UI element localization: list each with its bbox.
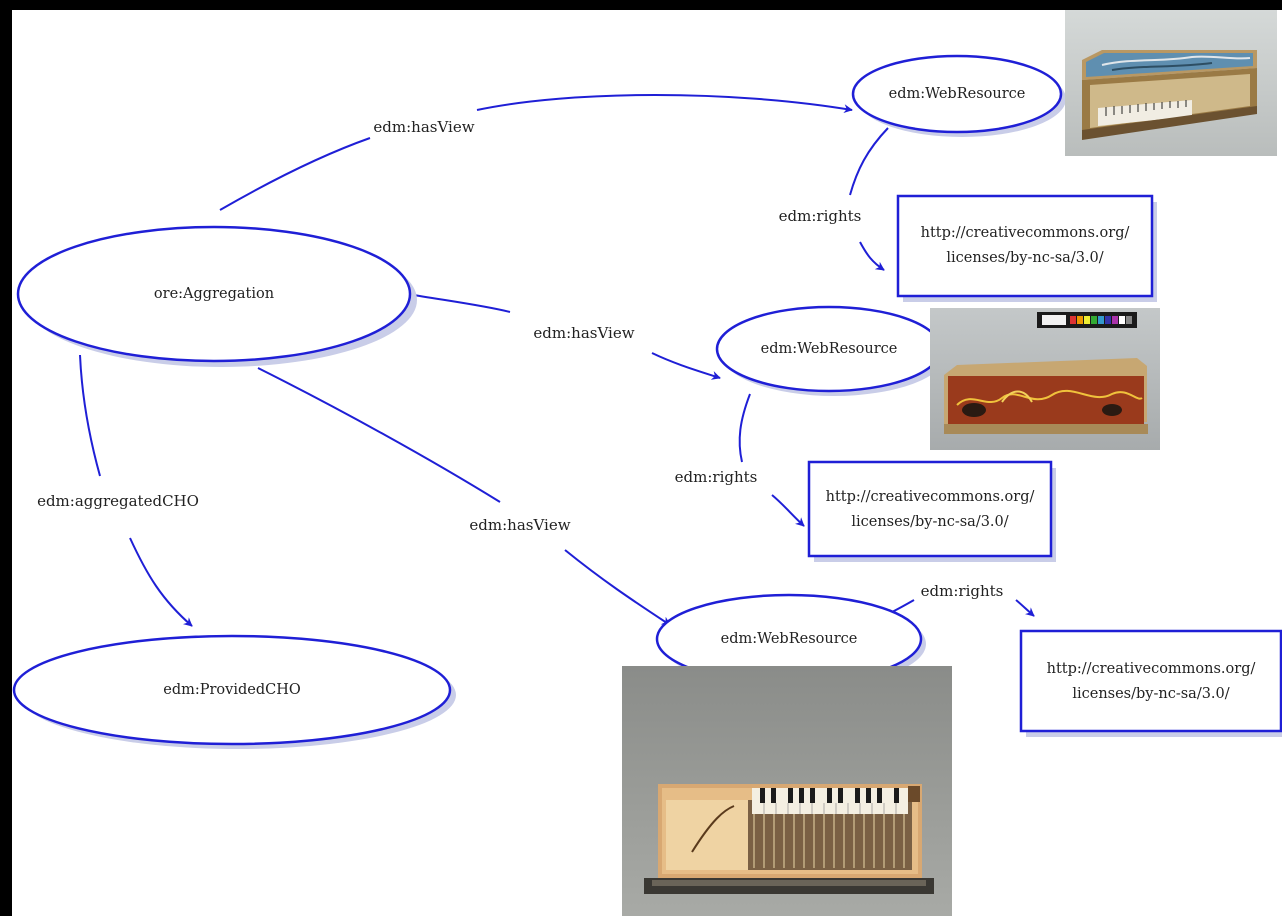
edge-rights-3-b <box>1015 599 1035 617</box>
edge-rights-2-a <box>738 393 751 463</box>
edge-has-view-3-a <box>257 367 501 503</box>
edge-rights-3-a <box>891 599 915 613</box>
provided-cho-node: edm:ProvidedCHO <box>12 634 456 749</box>
has-view-label-2: edm:hasView <box>533 324 634 342</box>
has-view-label-1: edm:hasView <box>373 118 474 136</box>
provided-cho-label: edm:ProvidedCHO <box>163 682 301 698</box>
rights-box-2-line1: http://creativecommons.org/ <box>826 489 1035 505</box>
edge-has-view-2-b <box>651 352 721 380</box>
rights-label-3: edm:rights <box>921 582 1004 600</box>
edge-aggregated-cho-b <box>129 537 193 627</box>
web-resource-1-node: edm:WebResource <box>851 54 1066 137</box>
edge-has-view-1-b <box>476 94 853 114</box>
web-resource-2-label: edm:WebResource <box>761 341 898 357</box>
edge-has-view-3-b <box>564 549 671 626</box>
rights-box-1: http://creativecommons.org/ licenses/by-… <box>896 194 1157 302</box>
web-resource-2-node: edm:WebResource <box>715 305 946 396</box>
rights-box-2-line2: licenses/by-nc-sa/3.0/ <box>851 514 1008 530</box>
rights-box-3-line2: licenses/by-nc-sa/3.0/ <box>1072 686 1229 702</box>
clavichord-photo-icon <box>622 666 952 916</box>
closed-instrument-case-photo-icon <box>930 308 1160 450</box>
open-virginal-photo-icon <box>1065 10 1277 156</box>
aggregation-node: ore:Aggregation <box>16 225 417 367</box>
diagram-canvas: ore:Aggregation edm:ProvidedCHO edm:WebR… <box>12 10 1282 916</box>
rights-box-3-line1: http://creativecommons.org/ <box>1047 661 1256 677</box>
aggregated-cho-label: edm:aggregatedCHO <box>37 492 199 510</box>
edge-rights-1-a <box>849 127 889 196</box>
edm-diagram: ore:Aggregation edm:ProvidedCHO edm:WebR… <box>12 10 1282 916</box>
rights-label-2: edm:rights <box>675 468 758 486</box>
edge-rights-2-b <box>771 494 805 527</box>
edge-has-view-2-a <box>407 293 511 313</box>
web-resource-1-label: edm:WebResource <box>889 86 1026 102</box>
web-resource-3-label: edm:WebResource <box>721 631 858 647</box>
rights-label-1: edm:rights <box>779 207 862 225</box>
rights-box-1-line2: licenses/by-nc-sa/3.0/ <box>946 250 1103 266</box>
aggregation-label: ore:Aggregation <box>154 286 274 302</box>
rights-box-3: http://creativecommons.org/ licenses/by-… <box>1019 629 1282 737</box>
edge-has-view-1-a <box>219 137 371 211</box>
has-view-label-3: edm:hasView <box>469 516 570 534</box>
rights-box-1-line1: http://creativecommons.org/ <box>921 225 1130 241</box>
edge-aggregated-cho-a <box>79 354 101 477</box>
edge-rights-1-b <box>859 241 885 271</box>
rights-box-2: http://creativecommons.org/ licenses/by-… <box>807 460 1056 562</box>
